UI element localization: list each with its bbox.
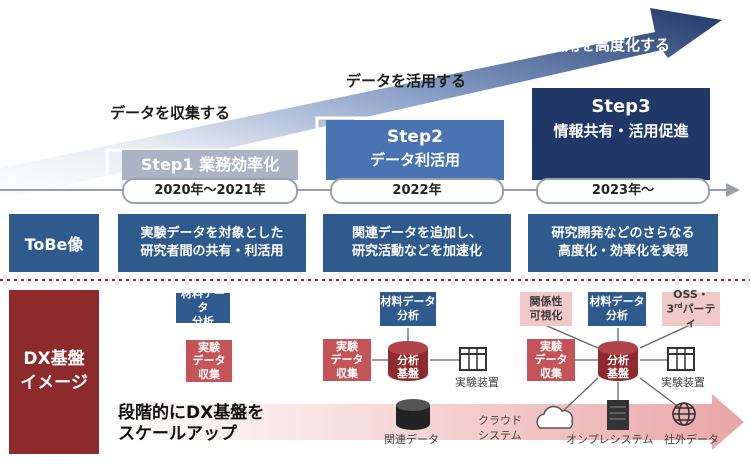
experiment-line3: 収集	[336, 366, 358, 380]
step2-period: 2022年	[330, 178, 504, 204]
server-icon	[607, 400, 629, 430]
step3-period: 2023年～	[536, 178, 710, 204]
onprem-system-label: オンプレシステム	[566, 433, 654, 446]
dx-label-line1: DX基盤	[23, 349, 85, 370]
timeline-arrowhead	[726, 183, 740, 197]
step2-outline	[315, 116, 515, 190]
relation-line2: 可視化	[529, 309, 563, 322]
step3-oss-third-party: OSS・ 3rdパーティ	[662, 288, 720, 329]
cloud-line2: システム	[478, 429, 522, 443]
analysis-base-cylinder-step3	[598, 341, 638, 381]
analysis-base-line2: 基盤	[397, 367, 419, 381]
analysis-base-line2: 基盤	[607, 367, 629, 381]
step2-tobe: 関連データを追加し、研究活動などを加速化	[323, 214, 511, 272]
related-data-label: 関連データ	[384, 433, 439, 446]
step3-connectors	[544, 324, 691, 413]
step2-equipment-label: 実験装置	[455, 376, 499, 389]
step2-tobe-line1: 関連データを追加し、	[351, 226, 482, 242]
step3-tobe-line2: 高度化・効率化を実現	[557, 244, 688, 259]
trend-label-collect: データを収集する	[110, 104, 231, 122]
step1-experiment-data: 実験データ収集	[186, 340, 232, 382]
cloud-icon	[536, 405, 574, 429]
step3-experiment-data: 実験データ収集	[527, 339, 575, 381]
step1-title: Step1 業務効率化	[140, 155, 280, 174]
step2-analysis-base-label: 分析基盤	[388, 354, 428, 380]
oss-prefix: 3	[666, 302, 675, 316]
oss-line2: 3rdパーティ	[662, 302, 720, 330]
dx-row-label: DX基盤イメージ	[9, 290, 99, 454]
equipment-icon-step2	[459, 347, 487, 371]
experiment-line2: データ	[534, 353, 568, 367]
cloud-line1: クラウド	[478, 414, 522, 427]
experiment-line1: 実験	[198, 341, 220, 355]
oss-line1: OSS・	[673, 288, 709, 302]
database-icon	[396, 399, 430, 430]
step1-box: Step1 業務効率化	[122, 150, 298, 180]
step3-subtitle: 情報共有・活用促進	[553, 122, 689, 140]
experiment-line3: 収集	[198, 367, 220, 381]
step2-connectors	[372, 328, 460, 361]
experiment-line1: 実験	[540, 340, 562, 354]
step3-relation-visualization: 関係性可視化	[520, 292, 572, 326]
experiment-line2: データ	[330, 353, 364, 367]
step3-equipment-label: 実験装置	[661, 376, 705, 389]
external-data-label: 社外データ	[664, 433, 719, 446]
relation-line1: 関係性	[529, 295, 563, 309]
step3-analysis-base-label: 分析基盤	[598, 354, 638, 380]
analysis-base-line1: 分析	[397, 354, 419, 367]
experiment-line1: 実験	[336, 340, 358, 354]
equipment-icon-step3	[667, 347, 695, 371]
step2-title: Step2	[387, 127, 443, 147]
step1-tobe-line1: 実験データを対象とした	[140, 226, 284, 242]
step2-subtitle: データ利活用	[369, 151, 460, 169]
material-analysis-line1: 材料データ	[380, 295, 436, 309]
step1-tobe-line2: 研究者間の共有・利活用	[140, 244, 284, 259]
scale-up-caption: 段階的にDX基盤を スケールアップ	[118, 403, 264, 446]
material-analysis-line2: 分析	[192, 314, 214, 328]
step3-outline	[521, 83, 720, 190]
trend-label-utilize: データを活用する	[346, 72, 467, 90]
material-analysis-line2: 分析	[606, 309, 628, 322]
material-analysis-line2: 分析	[397, 309, 419, 322]
step3-tobe: 研究開発などのさらなる高度化・効率化を実現	[528, 214, 718, 272]
oss-suffix: パーティ	[682, 302, 716, 330]
step3-box: Step3 情報共有・活用促進	[532, 88, 710, 180]
trend-label-advance: 活用を高度化する	[550, 36, 671, 54]
step2-material-analysis: 材料データ分析	[380, 292, 436, 326]
step2-experiment-data: 実験データ収集	[323, 339, 371, 381]
dx-label-line2: イメージ	[20, 373, 88, 393]
material-analysis-line1: 材料データ	[589, 295, 645, 309]
step2-tobe-line2: 研究活動などを加速化	[351, 244, 482, 259]
analysis-base-line1: 分析	[607, 354, 629, 367]
material-analysis-line1: 材料データ	[181, 287, 225, 315]
cloud-system-label: クラウドシステム	[478, 413, 522, 444]
step2-box: Step2 データ利活用	[326, 120, 504, 180]
experiment-line2: データ	[192, 354, 226, 368]
step1-material-analysis: 材料データ分析	[176, 287, 230, 328]
step3-tobe-line1: 研究開発などのさらなる	[551, 226, 695, 242]
globe-icon	[672, 402, 696, 426]
analysis-base-cylinder-step2	[388, 341, 428, 381]
scale-line1: 段階的にDX基盤を	[118, 403, 265, 423]
step3-title: Step3	[591, 96, 651, 117]
tobe-row-label: ToBe像	[9, 214, 99, 272]
experiment-line3: 収集	[540, 366, 562, 380]
oss-sup: rd	[674, 301, 683, 310]
step1-tobe: 実験データを対象とした研究者間の共有・利活用	[118, 214, 306, 272]
step1-period: 2020年～2021年	[122, 178, 298, 204]
scale-line2: スケールアップ	[118, 424, 237, 445]
step3-material-analysis: 材料データ分析	[588, 292, 646, 326]
